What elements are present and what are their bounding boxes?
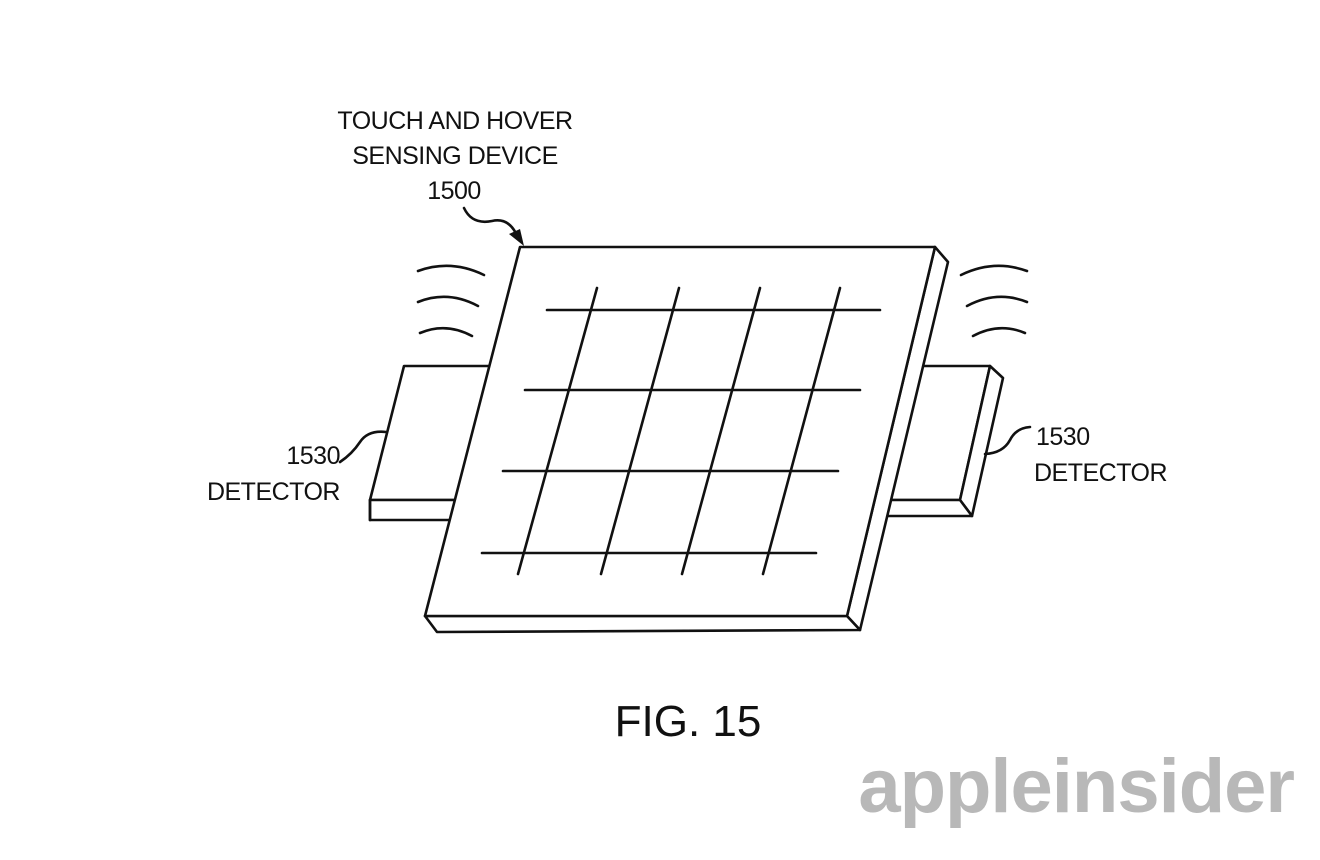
grid-col-line <box>516 286 599 576</box>
appleinsider-watermark: appleinsider <box>858 744 1294 829</box>
figure-caption: FIG. 15 <box>615 697 762 746</box>
right-leader-line <box>983 425 1032 456</box>
left-hover-waves <box>416 264 486 338</box>
right-detector-ref: 1530 <box>1036 423 1090 451</box>
left-detector-ref: 1530 <box>286 442 340 470</box>
grid-col-line <box>680 286 762 576</box>
left-leader-line <box>338 430 388 464</box>
sensing-panel <box>423 245 950 634</box>
device-label-line1: TOUCH AND HOVER <box>337 107 572 135</box>
right-hover-waves <box>959 264 1029 338</box>
grid-col-line <box>761 286 842 576</box>
grid-col-line <box>599 286 681 576</box>
device-ref-number: 1500 <box>427 177 481 205</box>
device-leader-line <box>462 206 520 240</box>
right-detector-label: DETECTOR <box>1034 459 1167 487</box>
device-label-line2: SENSING DEVICE <box>352 142 558 170</box>
device-leader-arrow <box>509 229 524 246</box>
left-detector-label: DETECTOR <box>207 478 340 506</box>
